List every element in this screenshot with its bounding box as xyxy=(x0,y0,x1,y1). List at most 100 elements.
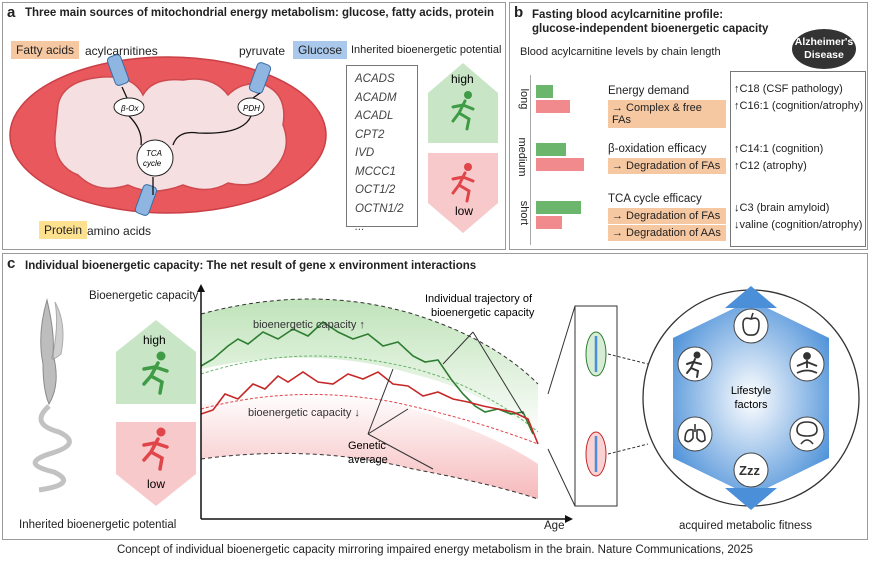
fatty-acids-badge: Fatty acids xyxy=(11,41,80,59)
acylcarnitine-row: medium β-oxidation efficacy → Degradatio… xyxy=(510,131,869,187)
gene-item: OCT1/2 xyxy=(355,184,396,196)
acylcarnitine-row: short TCA cycle efficacy → Degradation o… xyxy=(510,187,869,247)
lungs-icon-bg xyxy=(677,416,713,452)
panel-c-title: Individual bioenergetic capacity: The ne… xyxy=(25,260,477,272)
dotted-connectors xyxy=(607,353,649,455)
trajectory-pointer-lines xyxy=(442,331,524,415)
flow-arrows xyxy=(121,86,261,195)
row-arrow-1: → Degradation of FAs xyxy=(608,158,726,174)
tca-label-2: cycle xyxy=(143,159,162,168)
row-arrow-1: → Degradation of FAs xyxy=(608,208,726,224)
mitochondrion-cristae xyxy=(54,76,288,192)
marker-2: ↑C12 (atrophy) xyxy=(734,160,807,172)
dna-strand xyxy=(32,404,72,493)
tca-label-1: TCA xyxy=(146,149,162,158)
trajectory-chart: bioenergetic capacity ↑ bioenergetic cap… xyxy=(197,284,573,523)
trajectory-label-1: Individual trajectory of xyxy=(425,293,533,305)
panel-a-letter: a xyxy=(7,4,16,21)
row-heading: Energy demand xyxy=(608,85,690,97)
trajectory-low xyxy=(200,371,539,445)
runner-high-icon xyxy=(142,351,169,395)
meditation-icon xyxy=(796,352,818,374)
amino-acid-transporter xyxy=(134,184,158,216)
alzheimers-badge-line-2: Disease xyxy=(804,49,844,61)
apple-icon xyxy=(742,312,760,336)
acylcarnitine-row: long Energy demand → Complex & free FAs … xyxy=(510,75,869,131)
sleep-icon: Zzz xyxy=(739,463,760,478)
panel-b: b Fasting blood acylcarnitine profile: g… xyxy=(509,2,868,250)
genetic-average-label-1: Genetic xyxy=(348,440,386,452)
low-arrow xyxy=(116,422,196,506)
marker-1: ↑C18 (CSF pathology) xyxy=(734,83,843,95)
lifestyle-label-2: factors xyxy=(734,399,768,411)
trajectory-label-2: bioenergetic capacity xyxy=(431,307,535,319)
chain-length-label: medium xyxy=(516,137,528,177)
runner-high-icon xyxy=(451,91,475,131)
tca-node xyxy=(136,139,174,177)
panel-c: c Individual bioenergetic capacity: The … xyxy=(2,253,868,540)
x-axis-label: Age xyxy=(544,520,565,532)
panel-b-subtitle: Blood acylcarnitine levels by chain leng… xyxy=(520,46,721,58)
apple-icon-bg xyxy=(733,308,769,344)
panel-b-letter: b xyxy=(514,4,524,21)
band-low-label: bioenergetic capacity ↓ xyxy=(248,407,360,419)
glucose-badge: Glucose xyxy=(293,41,348,59)
chromosome-icon xyxy=(32,298,72,493)
sleep-icon-bg xyxy=(733,452,769,488)
gene-item: MCCC1 xyxy=(355,165,396,178)
mitochondrion-diagram: β-Ox PDH TCA cycle xyxy=(9,54,327,216)
low-label: low xyxy=(455,204,473,218)
high-arrow xyxy=(116,320,196,404)
low-label: low xyxy=(147,477,165,491)
x-axis-arrowhead xyxy=(565,515,573,523)
low-capacity-band xyxy=(201,392,538,499)
runner-low-icon xyxy=(451,163,475,203)
pdh-label: PDH xyxy=(243,104,260,113)
bar-green xyxy=(536,143,566,156)
gene-item: ACADL xyxy=(355,110,394,122)
acquired-fitness-label: acquired metabolic fitness xyxy=(679,520,812,532)
gene-item: ACADM xyxy=(355,91,397,104)
marker-box xyxy=(730,71,866,247)
lifestyle-hexagon xyxy=(673,300,829,496)
marker-2: ↑C16:1 (cognition/atrophy) xyxy=(734,100,864,112)
genetic-average-low xyxy=(200,393,539,445)
row-arrow-2: → Degradation of AAs xyxy=(608,225,726,241)
panel-c-letter: c xyxy=(7,255,16,272)
inherited-potential-title: Inherited bioenergetic potential xyxy=(351,44,502,56)
pyruvate-label: pyruvate xyxy=(239,44,286,58)
bar-red xyxy=(536,158,584,171)
panel-a-title: Three main sources of mitochondrial ener… xyxy=(25,7,495,19)
trajectory-high xyxy=(200,320,534,435)
marker-1: ↑C14:1 (cognition) xyxy=(734,143,824,155)
row-label-column xyxy=(510,75,531,245)
gene-item: OCTN1/2 xyxy=(355,202,404,215)
zoom-inset xyxy=(547,305,618,507)
row-heading: β-oxidation efficacy xyxy=(608,143,707,155)
figure-caption: Concept of individual bioenergetic capac… xyxy=(116,544,753,556)
low-band-lower-edge xyxy=(200,452,539,500)
chain-length-label: short xyxy=(518,200,530,226)
row-arrow-1: → Complex & free FAs xyxy=(608,100,726,128)
pyruvate-transporter xyxy=(248,62,272,94)
genetic-average-high xyxy=(200,355,539,433)
lungs-icon xyxy=(684,424,706,443)
panel-b-title-2: glucose-independent bioenergetic capacit… xyxy=(532,23,769,35)
y-axis-arrowhead xyxy=(197,284,205,292)
acylcarnitines-label: acylcarnitines xyxy=(85,44,158,58)
panel-a: a Three main sources of mitochondrial en… xyxy=(2,2,506,250)
panel-b-title-1: Fasting blood acylcarnitine profile: xyxy=(532,9,724,21)
gene-item: ACADS xyxy=(355,73,395,85)
gene-item: CPT2 xyxy=(355,128,385,141)
inherited-potential-label: Inherited bioenergetic potential xyxy=(19,519,177,531)
genetic-pointer-lines xyxy=(367,368,434,470)
high-label: high xyxy=(451,72,474,86)
bar-red xyxy=(536,216,562,229)
beta-ox-label: β-Ox xyxy=(120,104,139,113)
high-band-upper-edge xyxy=(200,298,539,385)
low-arrow xyxy=(428,153,498,233)
gene-item: IVD xyxy=(355,147,375,159)
alzheimers-badge: Alzheimer's Disease xyxy=(792,29,856,69)
